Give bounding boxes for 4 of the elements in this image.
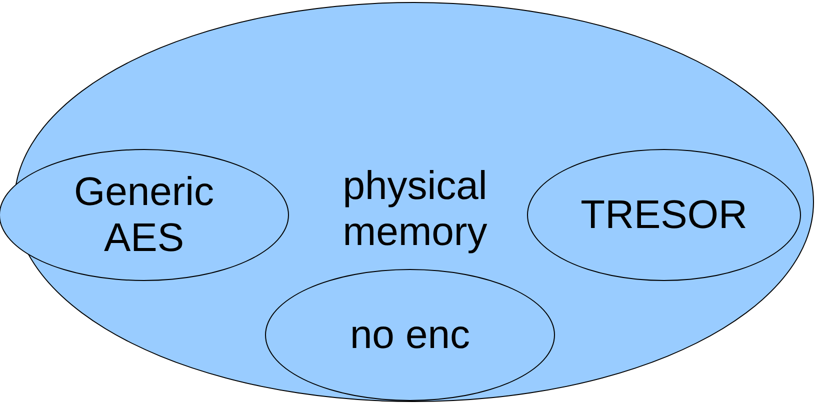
set-label: TRESOR: [580, 192, 748, 238]
set-label: Generic AES: [72, 169, 216, 261]
set-label: no enc: [348, 312, 472, 358]
set-label: physical memory: [342, 163, 488, 255]
